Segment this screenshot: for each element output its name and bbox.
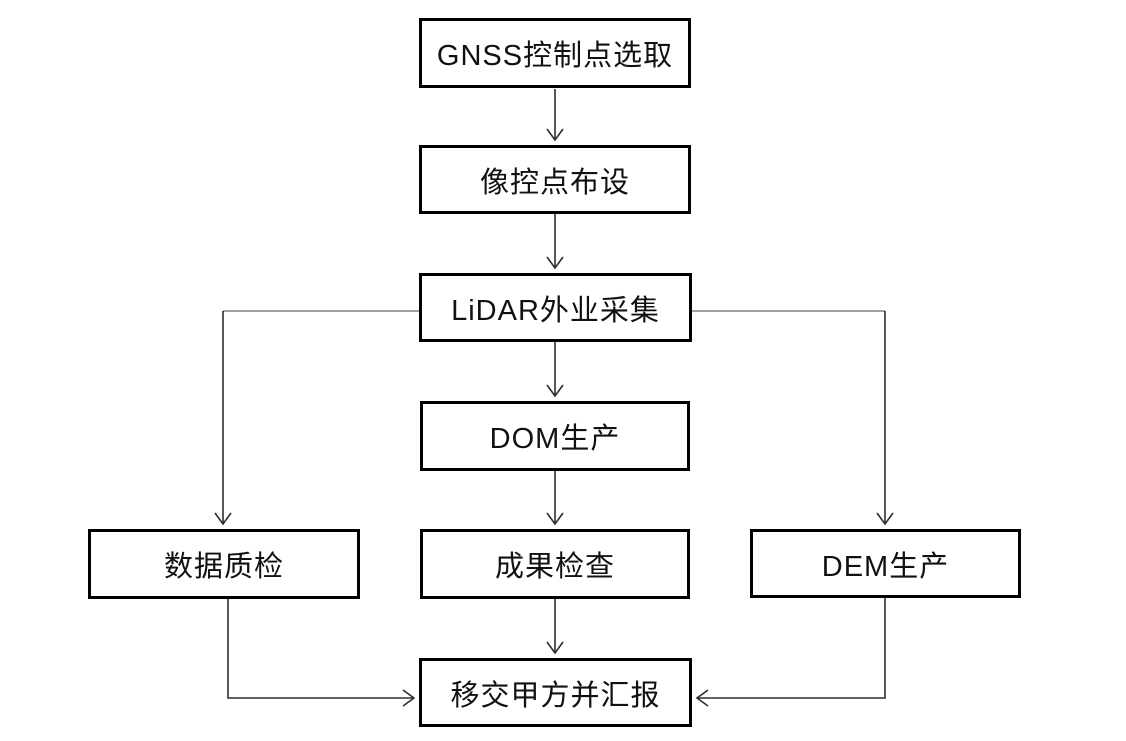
node-data-quality-check-label: 数据质检 — [163, 551, 284, 583]
edge-group — [223, 89, 885, 698]
edge-dem-to-handover — [697, 598, 886, 698]
node-dem-production-label: DEM生产 — [821, 550, 950, 583]
node-dem-production: DEM生产 — [750, 529, 1021, 598]
node-handover-and-report-label: 移交甲方并汇报 — [450, 679, 661, 712]
node-image-control-point-layout: 像控点布设 — [419, 145, 691, 214]
node-result-inspection-label: 成果检查 — [494, 551, 615, 583]
node-gnss-control-point-label: GNSS控制点选取 — [436, 40, 674, 72]
node-dom-production-label: DOM生产 — [489, 423, 621, 455]
node-lidar-field-collection-label: LiDAR外业采集 — [451, 294, 660, 327]
node-data-quality-check: 数据质检 — [88, 529, 360, 599]
edge-dataqc-to-handover — [227, 599, 414, 698]
node-gnss-control-point: GNSS控制点选取 — [419, 18, 691, 88]
node-result-inspection: 成果检查 — [420, 529, 690, 599]
node-dom-production: DOM生产 — [420, 401, 690, 471]
node-image-control-point-layout-label: 像控点布设 — [479, 166, 630, 199]
node-handover-and-report: 移交甲方并汇报 — [419, 658, 692, 727]
node-lidar-field-collection: LiDAR外业采集 — [419, 273, 692, 342]
